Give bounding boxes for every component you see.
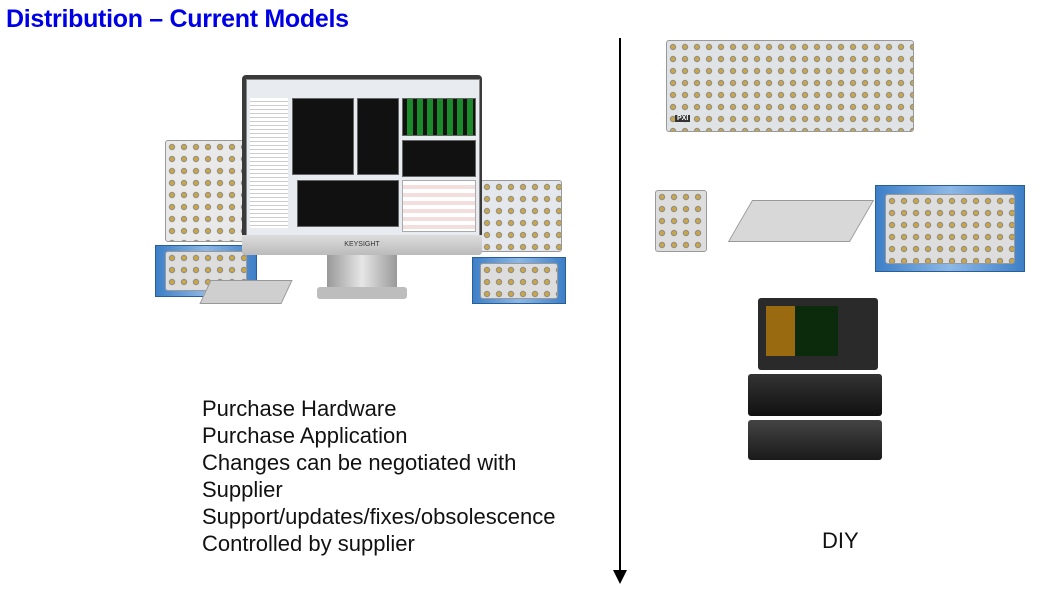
bullet-line: Controlled by supplier [202, 531, 415, 556]
monitor-screen [246, 79, 480, 237]
bullet-line: Supplier [202, 477, 283, 502]
plot-traces [292, 98, 354, 175]
oscilloscope-stack-image [748, 298, 882, 470]
bullet-line: Changes can be negotiated with [202, 450, 517, 475]
arrow-down-icon [613, 570, 627, 584]
divider-arrow-line [619, 38, 621, 574]
right-chassis-image [480, 180, 562, 252]
data-table [402, 180, 476, 232]
pxie-module-image [727, 200, 875, 242]
oscilloscope-image [758, 298, 878, 370]
pxi-modules-image [650, 180, 1030, 278]
monitor-base [317, 287, 407, 299]
plot-filter [297, 180, 399, 227]
tree-panel [250, 98, 288, 228]
pxi-rack-image [165, 140, 247, 242]
bullet-list: Purchase Hardware Purchase Application C… [202, 395, 555, 557]
plot-step [357, 98, 399, 175]
keysight-system-image: KEYSIGHT [150, 65, 580, 310]
keysight-logo: KEYSIGHT [344, 241, 380, 248]
monitor-image: KEYSIGHT [242, 75, 482, 255]
bullet-line: Support/updates/fixes/obsolescence [202, 504, 556, 529]
monitor-bezel: KEYSIGHT [242, 235, 482, 255]
bullet-line: Purchase Application [202, 423, 408, 448]
expansion-unit-image [748, 374, 882, 416]
oscilloscope-screen [766, 306, 838, 356]
m9000-front-panel [885, 194, 1015, 264]
diy-label: DIY [822, 528, 859, 553]
monitor-stand [327, 255, 397, 290]
pxi-card-image [655, 190, 707, 252]
slide-title: Distribution – Current Models [6, 5, 349, 33]
base-unit-image [748, 420, 882, 460]
bullet-line: Purchase Hardware [202, 396, 397, 421]
plot-spectrum [402, 140, 476, 177]
plot-waveform [402, 98, 476, 136]
pxi-chassis-image: PXI [666, 40, 914, 132]
module-card-image [199, 280, 293, 304]
pxi-badge: PXI [675, 115, 691, 122]
right-instrument-front [480, 263, 558, 299]
